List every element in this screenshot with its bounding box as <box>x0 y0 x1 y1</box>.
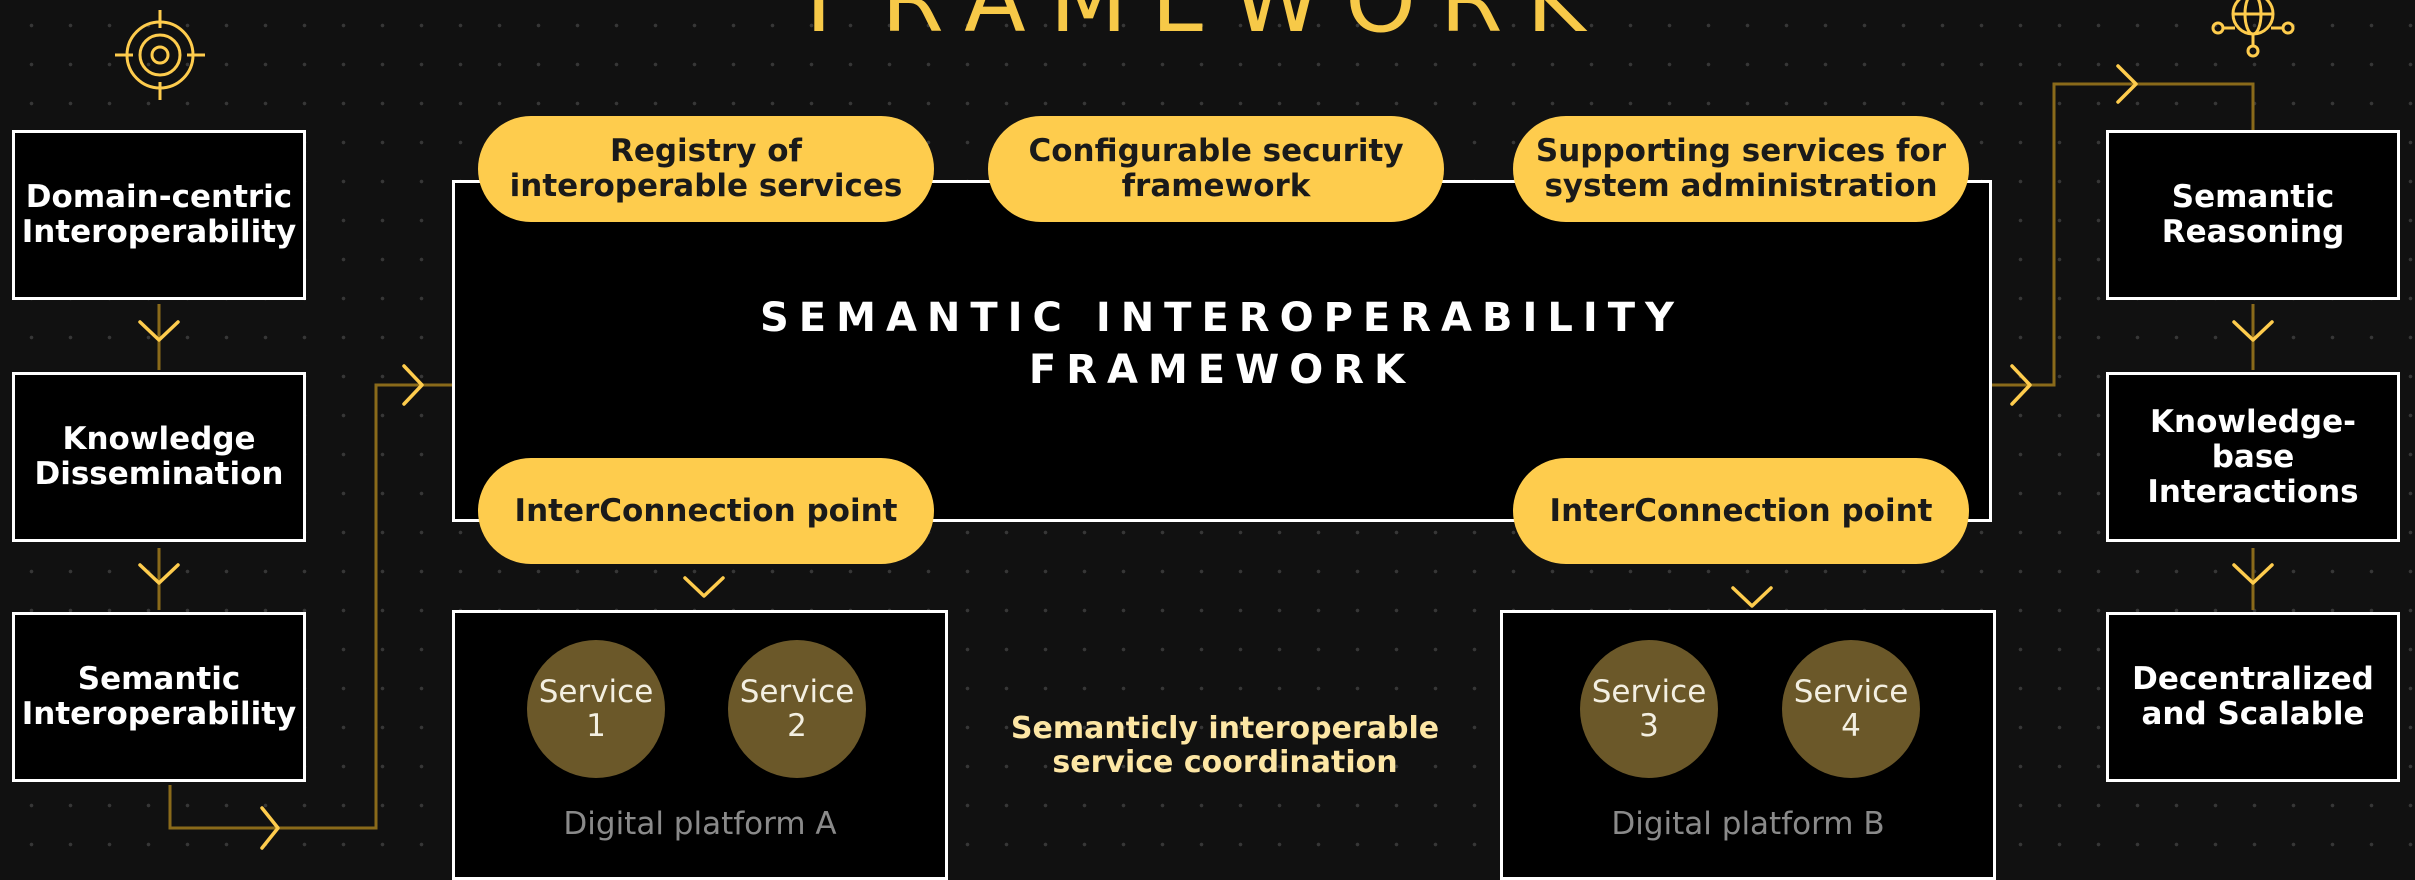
service-word: Service <box>739 674 855 710</box>
interconnection-point-left: InterConnection point <box>478 458 934 564</box>
coordination-label: Semanticly interoperable service coordin… <box>1010 711 1440 780</box>
framework-title-line1: SEMANTIC INTEROPERABILITY <box>760 295 1684 341</box>
service-word: Service <box>538 674 654 710</box>
framework-title: SEMANTIC INTEROPERABILITY FRAMEWORK <box>452 292 1992 396</box>
pill-admin-services: Supporting services for system administr… <box>1513 116 1969 222</box>
right-box-knowledge-base: Knowledge-base Interactions <box>2106 372 2400 542</box>
service-circle: Service 3 <box>1580 640 1718 778</box>
left-box-label: Domain-centric Interoperability <box>21 179 297 250</box>
pill-security: Configurable security framework <box>988 116 1444 222</box>
platform-b-label: Digital platform B <box>1611 806 1885 842</box>
left-box-label: Knowledge Dissemination <box>34 421 284 492</box>
framework-title-line2: FRAMEWORK <box>1028 347 1416 393</box>
service-number: 4 <box>1841 708 1861 744</box>
target-icon <box>115 10 205 100</box>
left-box-domain-centric: Domain-centric Interoperability <box>12 130 306 300</box>
pill-label: Configurable security framework <box>1028 133 1404 204</box>
service-circle: Service 1 <box>527 640 665 778</box>
right-box-label: Semantic Reasoning <box>2161 179 2345 250</box>
left-box-semantic-interoperability: Semantic Interoperability <box>12 612 306 782</box>
left-box-knowledge-dissemination: Knowledge Dissemination <box>12 372 306 542</box>
left-box-label: Semantic Interoperability <box>21 661 297 732</box>
pill-label: Registry of interoperable services <box>509 133 903 204</box>
right-box-semantic-reasoning: Semantic Reasoning <box>2106 130 2400 300</box>
platform-b <box>1500 610 1996 880</box>
service-number: 1 <box>586 708 606 744</box>
interconnection-point-right: InterConnection point <box>1513 458 1969 564</box>
right-box-decentralized: Decentralized and Scalable <box>2106 612 2400 782</box>
page-title: FRAMEWORK <box>805 0 1610 53</box>
service-word: Service <box>1793 674 1909 710</box>
pill-label: InterConnection point <box>1549 492 1933 529</box>
right-box-label: Decentralized and Scalable <box>2132 661 2374 732</box>
network-globe-icon <box>2211 0 2295 58</box>
pill-label: Supporting services for system administr… <box>1535 133 1947 204</box>
pill-registry: Registry of interoperable services <box>478 116 934 222</box>
right-box-label: Knowledge-base Interactions <box>2147 403 2359 510</box>
pill-label: InterConnection point <box>514 492 898 529</box>
service-number: 2 <box>787 708 807 744</box>
service-word: Service <box>1591 674 1707 710</box>
platform-a-label: Digital platform A <box>563 806 837 842</box>
service-circle: Service 2 <box>728 640 866 778</box>
service-number: 3 <box>1639 708 1659 744</box>
service-circle: Service 4 <box>1782 640 1920 778</box>
platform-a <box>452 610 948 880</box>
